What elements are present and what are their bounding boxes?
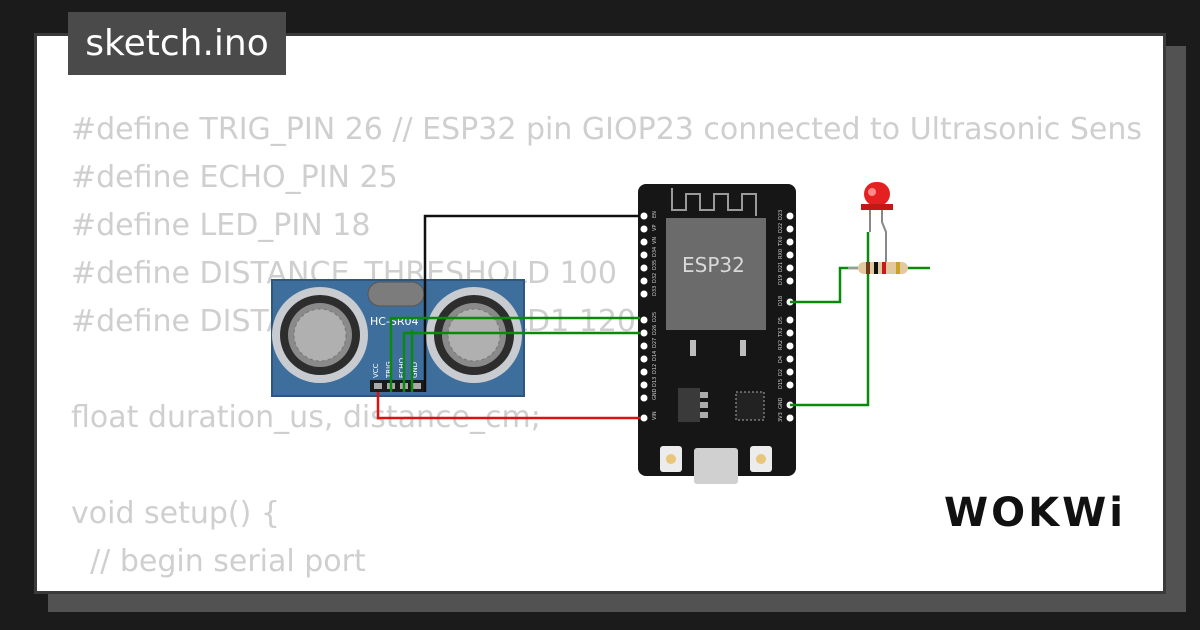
wokwi-logo: WOKWi	[944, 490, 1126, 536]
esp32-pin-label: D14	[652, 351, 658, 361]
esp32-pin-label: D23	[778, 210, 784, 220]
esp32-pin-label: GND	[778, 397, 784, 409]
esp32-pin-label: 3V3	[778, 412, 784, 422]
sensor-pin-label: ECHO	[398, 357, 406, 378]
esp32-pin-label: D32	[652, 273, 658, 283]
esp32-pin-label: D18	[778, 296, 784, 306]
esp32-pin-label: D2	[778, 369, 784, 376]
esp32-pin-label: TX2	[778, 327, 784, 338]
code-line: #define LED_PIN 18	[71, 208, 371, 243]
esp32-pin-label: D27	[652, 338, 658, 348]
sensor-pin-label: VCC	[372, 363, 380, 378]
esp32-pin-label: TX0	[778, 236, 784, 247]
esp32-pin-label: D26	[652, 325, 658, 335]
esp32-right-pins	[786, 212, 794, 422]
esp32-pin-label: D34	[652, 247, 658, 257]
esp32-pin-label: VP	[652, 225, 658, 231]
esp32-label: ESP32	[682, 253, 745, 277]
code-line: #define ECHO_PIN 25	[71, 160, 398, 195]
esp32-pin-label: D5	[778, 317, 784, 324]
esp32-pin-label: D22	[778, 223, 784, 233]
esp32-pin-label: D25	[652, 312, 658, 322]
esp32-pin-label: D15	[778, 379, 784, 389]
esp32-left-pins	[640, 212, 648, 422]
sensor-pin-label: TRIG	[385, 361, 393, 379]
esp32-pin-label: EN	[652, 211, 658, 218]
resistor[interactable]	[848, 262, 908, 274]
preview-card: #define TRIG_PIN 26 // ESP32 pin GIOP23 …	[34, 33, 1166, 594]
code-line: #define TRIG_PIN 26 // ESP32 pin GIOP23 …	[71, 112, 1142, 147]
esp32-pin-label: VN	[652, 237, 658, 244]
esp32-pin-label: D33	[652, 286, 658, 296]
esp32-pin-label: D35	[652, 260, 658, 270]
sensor-pin-label: GND	[411, 362, 419, 378]
wires	[376, 214, 930, 420]
led-red[interactable]	[861, 182, 893, 262]
esp32-pin-label: D4	[778, 356, 784, 363]
esp32-pin-label: D12	[652, 364, 658, 374]
code-line: void setup() {	[71, 496, 280, 531]
esp32-pin-label: GND	[652, 388, 658, 400]
esp32-pin-label: RX0	[778, 249, 784, 259]
esp32-pin-label: VIN	[652, 411, 658, 420]
esp32-board[interactable]: ESP32	[638, 184, 796, 484]
esp32-pin-label: D21	[778, 262, 784, 272]
esp32-pin-label: RX2	[778, 340, 784, 350]
file-tab[interactable]: sketch.ino	[68, 12, 286, 75]
ultrasonic-sensor[interactable]: HC-SR04 VCC TRIG ECHO GND	[271, 279, 525, 397]
esp32-pin-label: D19	[778, 275, 784, 285]
code-line: // begin serial port	[71, 544, 366, 579]
esp32-pin-label: D13	[652, 377, 658, 387]
